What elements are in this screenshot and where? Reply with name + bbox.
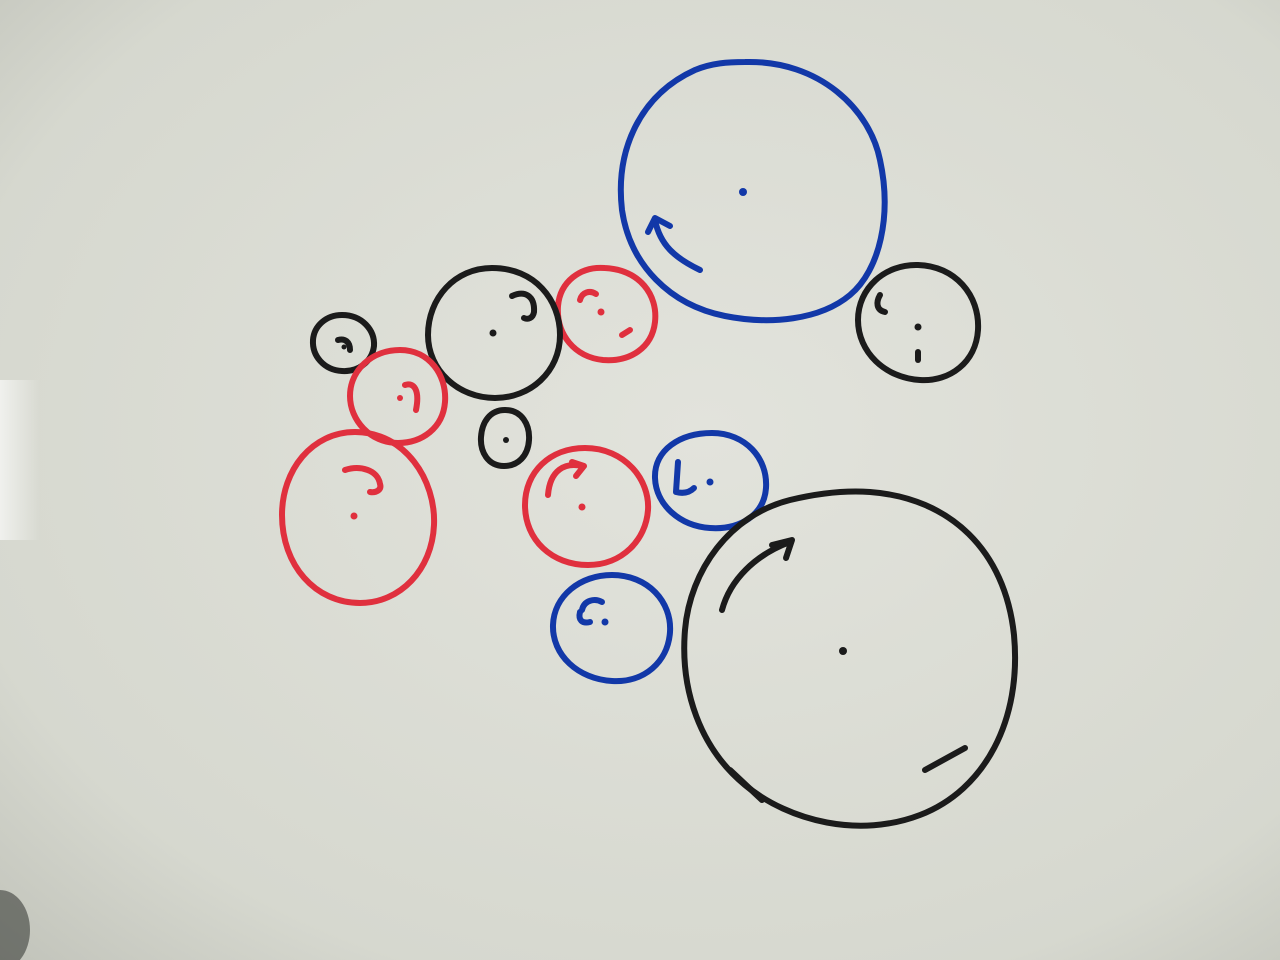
gear-center-dot (914, 323, 922, 331)
clockwise-arrow-icon (719, 539, 793, 613)
clockwise-arrow-icon (577, 289, 599, 303)
gear-center-dot (597, 308, 605, 316)
large-black-gear (681, 488, 1018, 829)
tiny-black-gear-left (309, 312, 377, 375)
gear-outline (279, 429, 438, 606)
gear-outline (651, 430, 770, 532)
shadow-corner (0, 890, 30, 960)
gear-outline (309, 312, 377, 375)
gear-center-dot (350, 512, 358, 520)
gear-center-dot (489, 329, 497, 337)
gear-outline (425, 265, 563, 401)
clockwise-arrow-icon (874, 292, 888, 315)
tooth-mark (727, 767, 765, 803)
arrow-tail (576, 609, 593, 626)
gear-outline (855, 261, 982, 384)
clockwise-arrow-icon (335, 336, 353, 353)
arrowhead-icon (645, 215, 673, 235)
counterclockwise-arrow-icon (652, 217, 703, 273)
gear-center-dot (397, 395, 403, 401)
gear-center-dot (503, 437, 509, 443)
gear-center-dot (839, 647, 847, 655)
red-gear-center-bottom (522, 445, 652, 568)
arrowhead-icon (769, 537, 795, 561)
gear-outline (617, 58, 888, 324)
gear-center-dot (601, 618, 609, 626)
gear-center-dot (578, 503, 586, 511)
small-red-gear-top (554, 264, 659, 364)
gear-center-dot (341, 344, 347, 350)
tooth-mark (922, 745, 968, 773)
gear-outline (522, 445, 652, 568)
gear-outline (477, 407, 533, 469)
gear-center-dot (706, 478, 714, 486)
clockwise-arrow-icon (509, 290, 538, 322)
clockwise-arrow-icon (342, 465, 384, 496)
arrowhead-icon (569, 459, 587, 479)
gear-outline (549, 572, 674, 685)
glare-highlight (0, 380, 40, 540)
tiny-black-gear-center-bottom (477, 407, 533, 469)
counterclockwise-arrow-icon (579, 597, 605, 613)
blue-gear-right-middle (651, 430, 770, 532)
counterclockwise-arrow-icon (402, 381, 421, 413)
gear-outline (681, 488, 1018, 829)
tooth-mark (619, 327, 633, 338)
gear-center-dot (739, 188, 747, 196)
blue-gear-lower (549, 572, 674, 685)
black-gear-right-of-blue (855, 261, 982, 384)
counterclockwise-arrow-icon (673, 459, 697, 496)
black-gear-center (425, 265, 563, 401)
red-gear-left-lower (279, 429, 438, 606)
gear-outline (554, 264, 659, 364)
large-blue-gear (617, 58, 888, 324)
